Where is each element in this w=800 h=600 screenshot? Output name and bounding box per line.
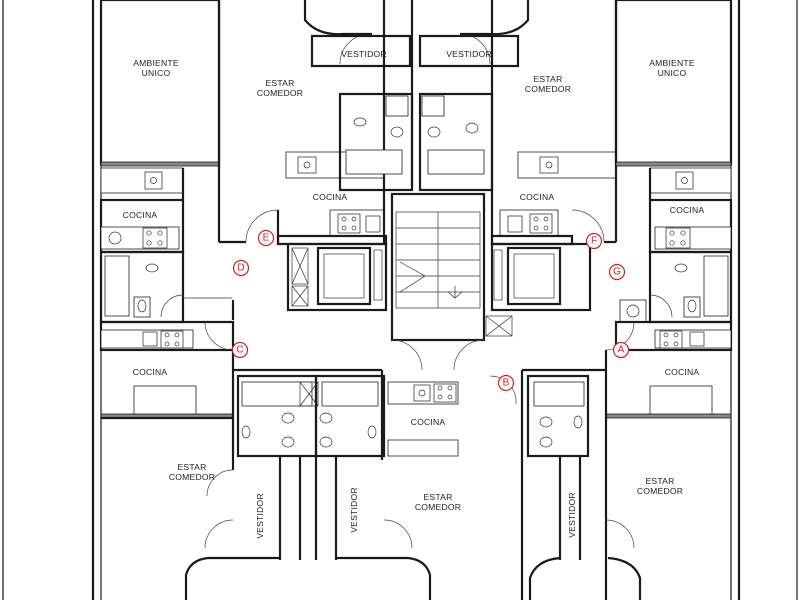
unit-top-center-left (217, 0, 414, 246)
unit-top-right (605, 0, 733, 419)
svg-text:B: B (503, 378, 510, 389)
marker-a: A (612, 341, 630, 359)
svg-text:G: G (613, 267, 621, 278)
marker-e: E (257, 229, 275, 247)
label-cocina-1: COCINA (123, 210, 158, 220)
label-cocina-2: COCINA (313, 192, 348, 202)
marker-c: C (231, 341, 249, 359)
unit-top-left (99, 0, 235, 419)
label-cocina-4: COCINA (670, 205, 705, 215)
svg-text:D: D (237, 263, 244, 274)
label-vestidor-5: VESTIDOR (567, 492, 577, 538)
label-cocina-5: COCINA (133, 367, 168, 377)
unit-bottom-right (520, 321, 642, 600)
unit-bottom-left-center (184, 300, 517, 600)
svg-text:F: F (591, 236, 597, 247)
marker-g: G (608, 263, 626, 281)
label-vestidor-2: VESTIDOR (446, 49, 492, 59)
marker-f: F (585, 232, 603, 250)
unit-top-center-right (410, 0, 618, 246)
label-vestidor-3: VESTIDOR (255, 493, 265, 539)
label-cocina-6: COCINA (665, 367, 700, 377)
label-vestidor-4: VESTIDOR (349, 487, 359, 533)
svg-text:A: A (618, 345, 625, 356)
svg-text:E: E (263, 233, 270, 244)
marker-d: D (232, 259, 250, 277)
svg-text:C: C (236, 345, 243, 356)
unit-markers: A B C D E F G (231, 229, 630, 392)
label-cocina-7: COCINA (411, 417, 446, 427)
label-vestidor-1: VESTIDOR (341, 49, 387, 59)
marker-b: B (497, 374, 515, 392)
unit-bottom-left (101, 416, 234, 497)
central-core (286, 192, 592, 371)
label-cocina-3: COCINA (520, 192, 555, 202)
